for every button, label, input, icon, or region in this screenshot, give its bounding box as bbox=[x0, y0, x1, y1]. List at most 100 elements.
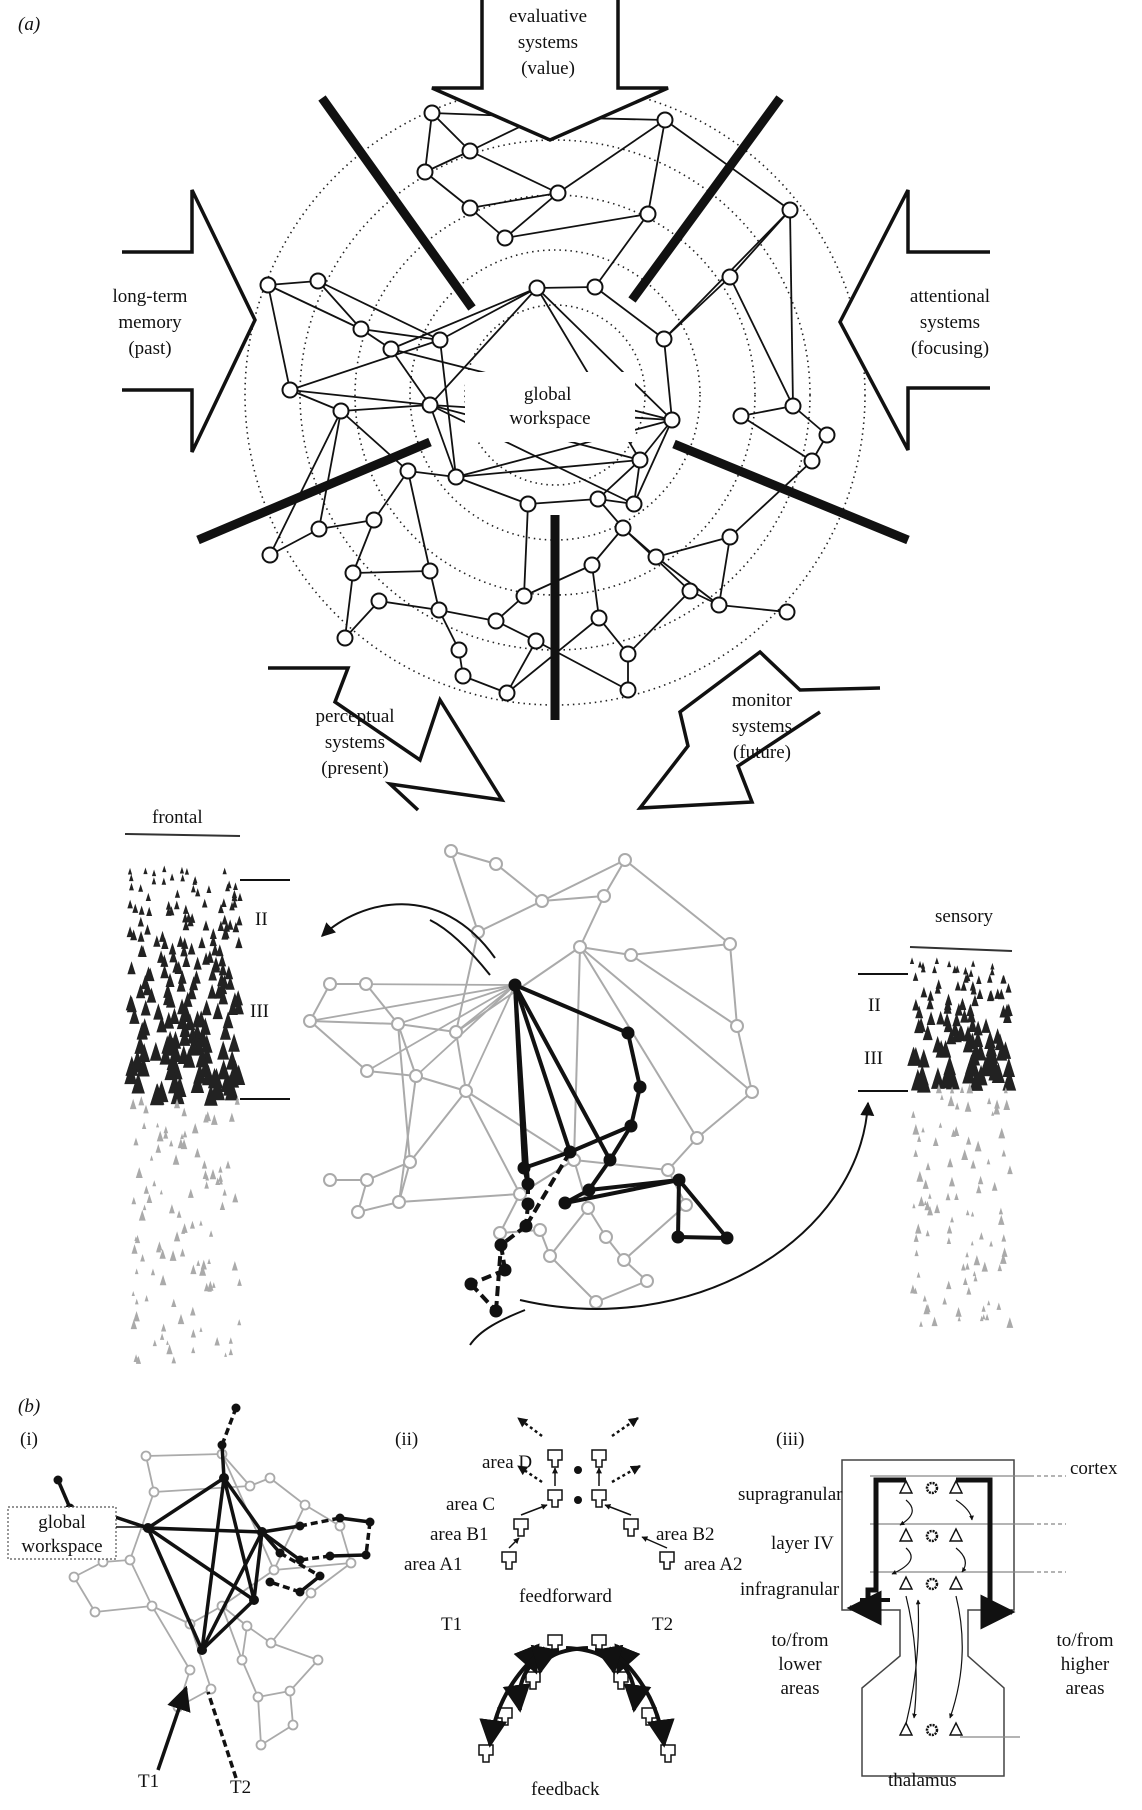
node-3 bbox=[461, 142, 479, 160]
grey-node-9 bbox=[323, 977, 337, 991]
grey-node-22 bbox=[392, 1195, 406, 1209]
thalamus-label: thalamus bbox=[888, 1770, 957, 1791]
grey-node-11 bbox=[303, 1014, 317, 1028]
node-51 bbox=[590, 609, 608, 627]
node-0 bbox=[423, 104, 441, 122]
panel-bi-tag: (i) bbox=[20, 1429, 38, 1450]
node-49 bbox=[450, 641, 468, 659]
grey-node-3 bbox=[535, 894, 549, 908]
grey-node-32 bbox=[640, 1274, 654, 1288]
node-18 bbox=[655, 330, 673, 348]
ring-2 bbox=[409, 249, 701, 541]
active-node-10 bbox=[720, 1231, 734, 1245]
active-node-3 bbox=[624, 1119, 638, 1133]
node-56 bbox=[681, 582, 699, 600]
node-55 bbox=[619, 645, 637, 663]
grey-node-30 bbox=[679, 1198, 693, 1212]
area-b2-label: area B2 bbox=[656, 1524, 715, 1545]
grey-node-4 bbox=[597, 889, 611, 903]
active-node-16 bbox=[464, 1277, 478, 1291]
feedback-label: feedback bbox=[531, 1779, 600, 1800]
node-54 bbox=[498, 684, 516, 702]
workspace-network-small bbox=[53, 1403, 375, 1779]
bii-t2-label: T2 bbox=[652, 1614, 673, 1635]
node-6 bbox=[461, 199, 479, 217]
active-node-13 bbox=[494, 1238, 508, 1252]
node-21 bbox=[332, 402, 350, 420]
node-23 bbox=[784, 397, 802, 415]
grey-node-23 bbox=[323, 1173, 337, 1187]
panel-a-tag: (a) bbox=[18, 14, 40, 35]
area-c-label: area C bbox=[446, 1494, 495, 1515]
node-5 bbox=[549, 184, 567, 202]
active-node-17 bbox=[489, 1304, 503, 1318]
node-20 bbox=[421, 396, 439, 414]
node-34 bbox=[261, 546, 279, 564]
grey-node-25 bbox=[581, 1201, 595, 1215]
node-9 bbox=[781, 201, 799, 219]
grey-node-14 bbox=[730, 1019, 744, 1033]
grey-node-15 bbox=[360, 1064, 374, 1078]
layer4-label: layer IV bbox=[771, 1533, 834, 1554]
node-30 bbox=[519, 495, 537, 513]
sensory-cortex-column bbox=[907, 957, 1017, 1328]
node-32 bbox=[310, 520, 328, 538]
attention-arrow bbox=[838, 189, 990, 451]
node-13 bbox=[586, 278, 604, 296]
area-a1-label: area A1 bbox=[404, 1554, 463, 1575]
activated-network bbox=[303, 844, 759, 1318]
node-7 bbox=[639, 205, 657, 223]
active-node-6 bbox=[582, 1183, 596, 1197]
grey-node-8 bbox=[723, 937, 737, 951]
monitor-arrow bbox=[636, 649, 881, 810]
block-arrows bbox=[122, 0, 990, 812]
node-10 bbox=[259, 276, 277, 294]
node-37 bbox=[721, 528, 739, 546]
node-42 bbox=[647, 548, 665, 566]
bi-t2-label: T2 bbox=[230, 1777, 251, 1798]
thalamocortical-circuit bbox=[841, 1459, 1066, 1777]
sensory-label: sensory bbox=[935, 906, 994, 927]
grey-node-21 bbox=[351, 1205, 365, 1219]
infragranular-label: infragranular bbox=[740, 1579, 840, 1600]
grey-node-7 bbox=[624, 948, 638, 962]
grey-node-26 bbox=[513, 1187, 527, 1201]
node-15 bbox=[352, 320, 370, 338]
node-19 bbox=[281, 381, 299, 399]
node-11 bbox=[309, 272, 327, 290]
grey-node-1 bbox=[489, 857, 503, 871]
node-16 bbox=[382, 340, 400, 358]
area-a2-label: area A2 bbox=[684, 1554, 743, 1575]
node-4 bbox=[416, 163, 434, 181]
frontal-layer-marks bbox=[240, 879, 290, 1100]
node-26 bbox=[803, 452, 821, 470]
panel-biii-tag: (iii) bbox=[776, 1429, 805, 1450]
active-node-2 bbox=[633, 1080, 647, 1094]
grey-node-34 bbox=[617, 1253, 631, 1267]
grey-node-16 bbox=[409, 1069, 423, 1083]
node-46 bbox=[710, 596, 728, 614]
panel-bii-tag: (ii) bbox=[395, 1429, 418, 1450]
node-44 bbox=[430, 601, 448, 619]
gw-line-2: workspace bbox=[509, 408, 590, 429]
area-b1-label: area B1 bbox=[430, 1524, 489, 1545]
network-projection-arrows bbox=[320, 903, 875, 1346]
frontal-layer-III: III bbox=[250, 1001, 269, 1022]
active-node-7 bbox=[517, 1161, 531, 1175]
frontal-layer-II: II bbox=[255, 909, 268, 930]
active-node-18 bbox=[521, 1197, 535, 1211]
node-22 bbox=[663, 411, 681, 429]
cortex-label: cortex bbox=[1070, 1458, 1118, 1479]
node-35 bbox=[589, 490, 607, 508]
active-node-14 bbox=[498, 1263, 512, 1277]
cortical-hierarchy bbox=[478, 1416, 676, 1763]
active-node-4 bbox=[603, 1153, 617, 1167]
